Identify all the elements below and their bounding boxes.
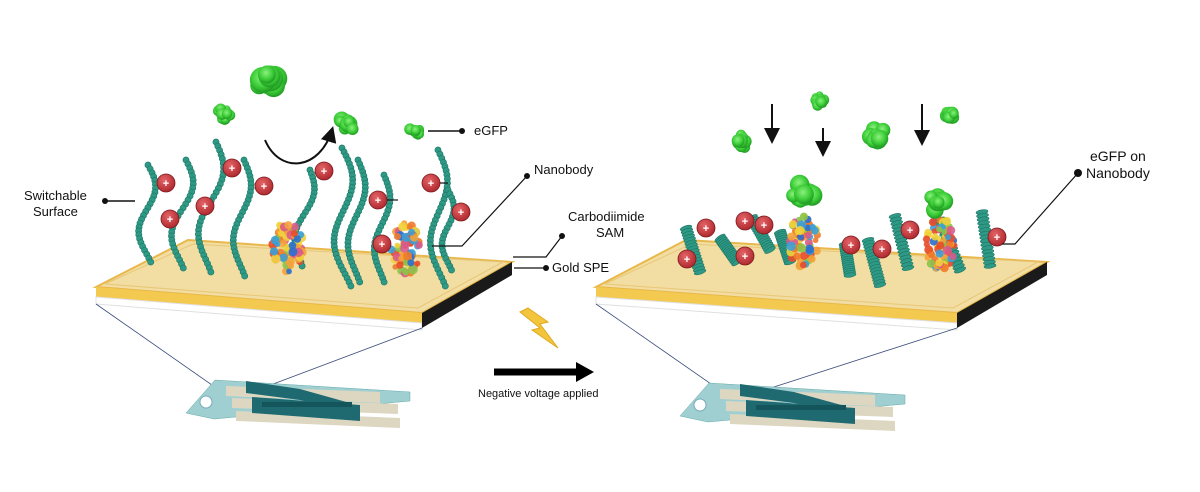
svg-text:+: +: [261, 181, 267, 193]
egfp-protein: [404, 123, 425, 140]
positive-charge: +: [160, 209, 180, 229]
positive-charge: +: [841, 235, 861, 255]
egfp-protein: [861, 121, 891, 150]
positive-charge: +: [696, 218, 716, 238]
down-arrows: [764, 104, 930, 157]
diagram-labels: Switchable Surface eGFP Nanobody Carbodi…: [24, 123, 1150, 400]
label-egfp-on-nanobody-line2: Nanobody: [1086, 165, 1150, 181]
exchange-curved-arrow: [264, 126, 337, 165]
label-switchable-line2: Surface: [33, 204, 78, 219]
left-nanobody-1: [268, 221, 307, 276]
svg-text:+: +: [167, 214, 173, 226]
egfp-protein: [924, 188, 954, 219]
label-carbodiimide-line2: SAM: [596, 225, 624, 240]
positive-charge: +: [900, 220, 920, 240]
right-nanobody-1: [786, 212, 821, 271]
svg-text:+: +: [848, 240, 854, 252]
right-nanobody-2: [922, 215, 958, 273]
label-egfp: eGFP: [474, 123, 508, 138]
positive-charge: +: [754, 215, 774, 235]
svg-text:+: +: [428, 178, 434, 190]
svg-text:+: +: [907, 225, 913, 237]
svg-text:+: +: [163, 178, 169, 190]
positive-charge: +: [156, 173, 176, 193]
svg-text:+: +: [742, 251, 748, 263]
svg-text:+: +: [321, 166, 327, 178]
positive-charge: +: [368, 190, 388, 210]
positive-charge: +: [254, 176, 274, 196]
label-carbodiimide-line1: Carbodiimide: [568, 209, 645, 224]
collapsed-polymer-chain: [861, 237, 887, 288]
egfp-protein: [333, 111, 359, 136]
label-nanobody: Nanobody: [534, 162, 594, 177]
svg-text:+: +: [202, 201, 208, 213]
positive-charge: +: [195, 196, 215, 216]
egfp-protein: [249, 65, 288, 98]
left-positive-charges: + + + + + + + + + +: [156, 158, 471, 254]
positive-charge: +: [421, 173, 441, 193]
egfp-protein: [212, 103, 236, 125]
positive-charge: +: [735, 246, 755, 266]
positive-charge: +: [735, 211, 755, 231]
lightning-icon: [519, 307, 559, 349]
right-egfp-proteins: [731, 91, 960, 219]
svg-text:+: +: [761, 220, 767, 232]
positive-charge: +: [451, 202, 471, 222]
positive-charge: +: [222, 158, 242, 178]
voltage-switch: [494, 307, 594, 382]
egfp-protein: [939, 106, 960, 124]
polymer-chain: [330, 144, 357, 290]
polymer-chain: [344, 156, 369, 286]
right-panel: + + + + + + + + +: [592, 91, 1082, 431]
left-panel: + + + + + + + + + +: [92, 65, 565, 428]
positive-charge: +: [677, 249, 697, 269]
left-screen-printed-electrode: [185, 379, 411, 428]
collapsed-polymer-chain: [975, 209, 997, 269]
svg-text:+: +: [684, 254, 690, 266]
svg-text:+: +: [994, 232, 1000, 244]
svg-text:+: +: [458, 207, 464, 219]
svg-text:+: +: [703, 223, 709, 235]
label-switchable-line1: Switchable: [24, 188, 87, 203]
polymer-chain: [229, 156, 255, 280]
right-electrode-slab: [592, 238, 1051, 331]
label-gold-spe: Gold SPE: [552, 260, 609, 275]
left-nanobody-2: [387, 220, 423, 278]
svg-text:+: +: [879, 244, 885, 256]
svg-text:+: +: [742, 216, 748, 228]
egfp-protein: [786, 174, 823, 208]
right-screen-printed-electrode: [679, 382, 906, 431]
egfp-protein: [731, 129, 752, 153]
left-egfp-proteins: [212, 65, 425, 140]
svg-text:+: +: [229, 163, 235, 175]
positive-charge: +: [872, 239, 892, 259]
positive-charge: +: [372, 234, 392, 254]
positive-charge: +: [987, 227, 1007, 247]
polymer-chain: [135, 161, 159, 266]
egfp-protein: [810, 91, 830, 111]
svg-text:+: +: [379, 239, 385, 251]
label-negative-voltage: Negative voltage applied: [478, 388, 598, 400]
positive-charge: +: [314, 161, 334, 181]
svg-text:+: +: [375, 195, 381, 207]
polymer-chain: [426, 146, 451, 290]
label-egfp-on-nanobody-line1: eGFP on: [1090, 148, 1146, 164]
right-positive-charges: + + + + + + + + +: [677, 211, 1007, 269]
